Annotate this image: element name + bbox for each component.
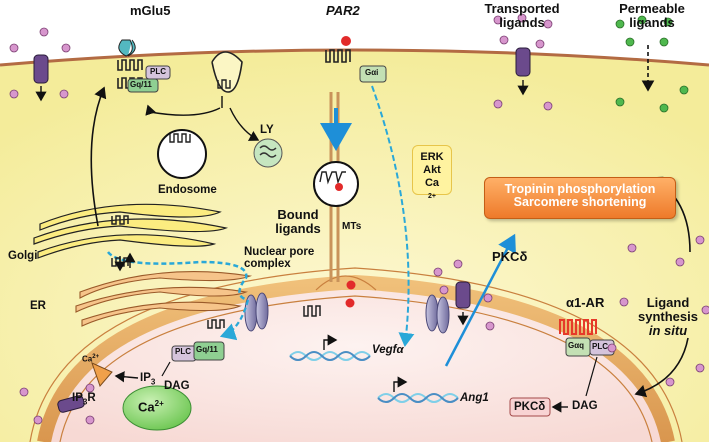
calcium-store [122,385,192,431]
galpha-i-box [359,65,387,83]
par2-receptor [325,49,351,63]
ligand-synthesis-label-2: synthesis [638,309,698,324]
pkc-delta-bottom-label: PKCδ [514,401,546,413]
plc-right-label: PLC [592,342,608,351]
par2-label: PAR2 [326,3,360,18]
ligand-dots-pink [9,13,709,425]
plc-label-nuclear: PLC [175,347,191,356]
pkc-delta-box [509,397,551,417]
gq11-box-membrane [127,78,159,93]
lysosome [253,138,283,168]
ip3-label: IP3 [140,372,156,387]
bound-ligand-vesicle [313,161,359,207]
dag-right-label: DAG [572,400,598,412]
golgi-label: Golgi [8,250,38,262]
gq11-label-membrane: Gq/11 [130,80,152,89]
gaq-label: Gαq [568,341,585,350]
ip3r-channel [91,362,113,387]
mglu5-venus-flytrap [118,39,136,57]
sarcomere-label: Sarcomere shortening [513,195,647,210]
ligand-synthesis-label-1: Ligand [646,295,690,310]
endosomal-receptor [169,133,191,143]
permeable-ligands-label: Permeable ligands [619,1,685,30]
troponin-label: Tropinin phosphorylation [504,182,656,196]
plc-label-membrane: PLC [150,67,166,76]
dag-left-label: DAG [164,380,190,392]
ca-small-label: Ca2+ [82,354,100,364]
vegfa-label: Vegfα [372,344,404,356]
ligand-synthesis-label-3: in situ [648,323,688,338]
alpha1-ar-label: α1-AR [566,295,605,310]
nuclear-pore-label-1: Nuclear pore [244,246,315,258]
galpha-i-label: Gαi [365,68,379,77]
bound-ligands-label: Bound ligands [275,207,321,236]
nuclear-pore-label-2: complex [244,258,291,270]
mts-label: MTs [342,221,362,232]
ion-channel-right [515,47,531,96]
plasma-membrane [0,48,709,67]
ip3r-label: IP3R [72,392,96,407]
ca-nuclear-label: Ca2+ [138,399,164,415]
ion-channel-nuclear [455,281,471,326]
endoplasmic-reticulum [75,271,253,327]
ang1-label: Ang1 [460,392,489,404]
ion-channel-left [33,54,49,102]
endosome-label: Endosome [158,184,217,196]
akt-label: Akt [423,164,441,176]
ly-label: LY [260,124,274,136]
mglu5-label: mGlu5 [130,3,171,18]
dna-ang1 [377,393,459,403]
ion-channel-bottom-left [57,395,85,413]
gq11-box-nuclear [193,341,225,361]
ligand-dots-green [615,15,689,113]
plc-box-membrane [145,65,171,80]
pkc-delta-top-label: PKCδ [492,249,528,264]
alpha1-ar-receptor [559,319,597,335]
transported-ligands-label: Transported ligands [484,1,560,30]
golgi [33,203,229,259]
erk-label: ERK [420,151,444,163]
er-label: ER [30,300,46,312]
nuclear-pore-right [425,294,450,334]
outcome-box: Tropinin phosphorylation Sarcomere short… [484,177,676,219]
dna-vegfa [289,351,371,361]
gq11-label-nuclear: Gq/11 [196,345,218,354]
